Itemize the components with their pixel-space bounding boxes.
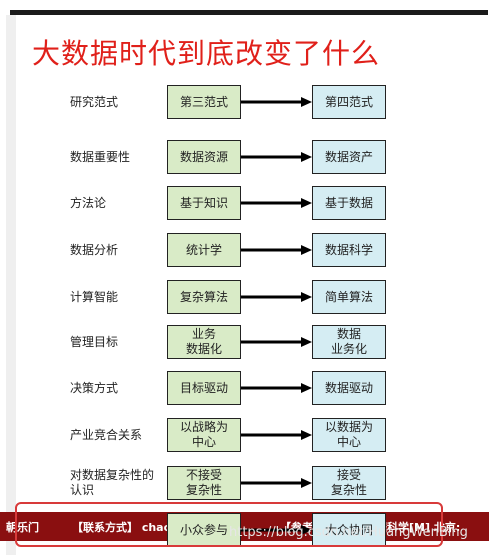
from-box: 以战略为 中心: [167, 418, 241, 452]
to-box: 接受 复杂性: [312, 466, 386, 500]
from-box: 复杂算法: [167, 280, 241, 314]
to-box: 数据 业务化: [312, 325, 386, 359]
to-box: 简单算法: [312, 280, 386, 314]
arrow-right-icon: [241, 198, 312, 208]
arrow-right-icon: [241, 292, 312, 302]
arrow-right-icon: [241, 383, 312, 393]
arrow-right-icon: [241, 152, 312, 162]
to-box: 第四范式: [312, 85, 386, 119]
row-label: 计算智能: [70, 289, 119, 304]
arrow-right-icon: [241, 430, 312, 440]
from-box: 基于知识: [167, 186, 241, 220]
slide-title: 大数据时代到底改变了什么: [32, 37, 381, 70]
watermark: https://blog.csdn.net/HuangWenBing: [229, 525, 468, 540]
row-label: 管理目标: [70, 334, 119, 349]
row-label: 数据分析: [70, 242, 119, 257]
from-box: 统计学: [167, 233, 241, 267]
row-label: 方法论: [70, 195, 107, 210]
to-box: 数据科学: [312, 233, 386, 267]
footer-bar: 朝乐门 【联系方式】 chaol 【参考 据科学[M] 北京:: [0, 512, 489, 541]
from-box: 第三范式: [167, 85, 241, 119]
highlight-box: [15, 502, 443, 547]
arrow-right-icon: [241, 245, 312, 255]
arrow-right-icon: [241, 337, 312, 347]
to-box: 数据驱动: [312, 371, 386, 405]
to-box: 以数据为 中心: [312, 418, 386, 452]
row-label: 研究范式: [70, 94, 119, 109]
row-label: 对数据复杂性的 认识: [70, 468, 155, 497]
row-label: 产业竞合关系: [70, 427, 143, 442]
footer-author: 朝乐门: [6, 520, 39, 534]
page-shadow: [6, 15, 16, 555]
footer-citation: 据科学[M] 北京:: [376, 520, 461, 534]
from-box: 数据资源: [167, 140, 241, 174]
arrow-right-icon: [241, 525, 312, 535]
row-label: 数据重要性: [70, 149, 131, 164]
to-box: 基于数据: [312, 186, 386, 220]
arrow-right-icon: [241, 478, 312, 488]
top-rule: [10, 10, 488, 15]
arrow-right-icon: [241, 97, 312, 107]
from-box: 业务 数据化: [167, 325, 241, 359]
from-box: 不接受 复杂性: [167, 466, 241, 500]
from-box: 小众参与: [167, 513, 241, 547]
to-box: 数据资产: [312, 140, 386, 174]
row-label: 决策方式: [70, 380, 119, 395]
from-box: 目标驱动: [167, 371, 241, 405]
footer-contact: 【联系方式】 chaol: [72, 520, 175, 534]
